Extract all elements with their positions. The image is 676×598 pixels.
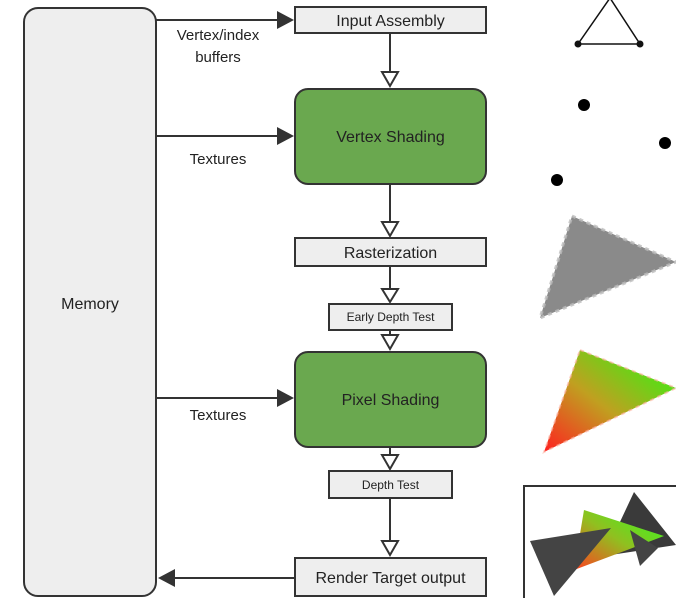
final-output-illustration bbox=[523, 485, 676, 598]
arrowhead-to-pixel-shading bbox=[277, 389, 294, 407]
vertex-shading-label: Vertex Shading bbox=[336, 129, 445, 146]
vertex-index-label-line1: Vertex/index bbox=[177, 27, 260, 44]
render-target-output-label: Render Target output bbox=[315, 570, 466, 587]
shaded-triangle-illustration bbox=[542, 348, 676, 454]
early-depth-test-label: Early Depth Test bbox=[347, 310, 435, 324]
rasterized-triangle-illustration bbox=[537, 213, 676, 321]
input-assembly-label: Input Assembly bbox=[336, 13, 445, 30]
arrowhead-to-input-assembly bbox=[277, 11, 294, 29]
depth-test-box: Depth Test bbox=[328, 470, 453, 499]
early-depth-test-box: Early Depth Test bbox=[328, 303, 453, 331]
rasterization-box: Rasterization bbox=[294, 237, 487, 267]
arrowhead-to-memory bbox=[158, 569, 175, 587]
arrowhead-to-vertex-shading bbox=[277, 127, 294, 145]
input-assembly-box: Input Assembly bbox=[294, 6, 487, 34]
memory-block: Memory bbox=[23, 7, 157, 597]
vertex-index-label-line2: buffers bbox=[195, 49, 241, 66]
triangle-wireframe-illustration bbox=[574, 0, 644, 48]
memory-label: Memory bbox=[61, 296, 119, 313]
vertex-points-illustration bbox=[551, 99, 671, 186]
render-target-output-box: Render Target output bbox=[294, 557, 487, 597]
textures-label-pixel: Textures bbox=[190, 407, 247, 424]
pixel-shading-box: Pixel Shading bbox=[294, 351, 487, 448]
vertex-shading-box: Vertex Shading bbox=[294, 88, 487, 185]
pixel-shading-label: Pixel Shading bbox=[342, 392, 440, 409]
rasterization-label: Rasterization bbox=[344, 245, 437, 262]
pipeline-arrows bbox=[380, 33, 400, 558]
depth-test-label: Depth Test bbox=[362, 478, 420, 492]
textures-label-vertex: Textures bbox=[190, 151, 247, 168]
memory-connectors bbox=[156, 11, 294, 587]
